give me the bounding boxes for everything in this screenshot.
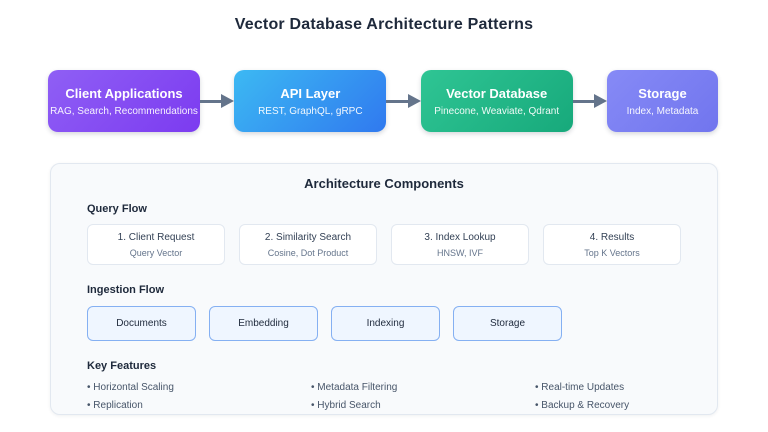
arrow-head (221, 94, 235, 108)
key-features-row: Horizontal Scaling Replication Metadata … (87, 379, 681, 415)
feature-item: Replication (87, 397, 311, 415)
panel-title: Architecture Components (304, 176, 464, 191)
feature-item: Backup & Recovery (535, 397, 759, 415)
query-step-title: 3. Index Lookup (424, 231, 496, 243)
feature-column: Real-time Updates Backup & Recovery (535, 379, 759, 415)
query-step-title: 4. Results (589, 231, 635, 243)
arrow-head (593, 94, 607, 108)
flow-node-client-applications: Client Applications RAG, Search, Recomme… (48, 70, 200, 132)
query-flow-heading: Query Flow (87, 203, 147, 215)
flow-node-subtitle: REST, GraphQL, gRPC (258, 105, 363, 117)
arrow-right-icon (200, 70, 235, 132)
arrow-head (407, 94, 421, 108)
arrow-right-icon (572, 70, 607, 132)
feature-column: Horizontal Scaling Replication (87, 379, 311, 415)
flow-node-subtitle: Index, Metadata (626, 105, 699, 117)
arrow-line (572, 99, 594, 103)
flow-node-api-layer: API Layer REST, GraphQL, gRPC (234, 70, 387, 132)
query-step-subtitle: HNSW, IVF (436, 247, 483, 258)
flow-node-subtitle: Pinecone, Weaviate, Qdrant (434, 105, 560, 117)
ingestion-stage-documents: Documents (87, 306, 196, 341)
query-step-subtitle: Top K Vectors (584, 247, 640, 258)
query-step-results: 4. Results Top K Vectors (543, 224, 681, 265)
flow-node-subtitle: RAG, Search, Recommendations (50, 105, 198, 117)
query-step-title: 2. Similarity Search (264, 231, 352, 243)
ingestion-flow-row: Documents Embedding Indexing Storage (87, 306, 681, 341)
arrow-right-icon (386, 70, 421, 132)
feature-item: Horizontal Scaling (87, 379, 311, 397)
flow-node-title: Storage (638, 85, 687, 101)
feature-item: Real-time Updates (535, 379, 759, 397)
ingestion-stage-embedding: Embedding (209, 306, 318, 341)
feature-item: Metadata Filtering (311, 379, 535, 397)
arrow-line (200, 99, 222, 103)
query-step-similarity-search: 2. Similarity Search Cosine, Dot Product (239, 224, 377, 265)
flow-node-title: Vector Database (446, 85, 548, 101)
architecture-components-panel: Architecture Components Query Flow 1. Cl… (50, 163, 718, 415)
flow-node-title: API Layer (280, 85, 341, 101)
arrow-line (386, 99, 408, 103)
feature-item: Hybrid Search (311, 397, 535, 415)
ingestion-stage-storage: Storage (453, 306, 562, 341)
key-features-heading: Key Features (87, 360, 157, 372)
query-flow-row: 1. Client Request Query Vector 2. Simila… (87, 224, 681, 265)
query-step-title: 1. Client Request (117, 231, 195, 243)
page-title: Vector Database Architecture Patterns (234, 16, 534, 33)
query-step-subtitle: Cosine, Dot Product (267, 247, 349, 258)
flow-node-vector-database: Vector Database Pinecone, Weaviate, Qdra… (420, 70, 573, 132)
query-step-client-request: 1. Client Request Query Vector (87, 224, 225, 265)
ingestion-flow-heading: Ingestion Flow (87, 284, 164, 296)
query-step-index-lookup: 3. Index Lookup HNSW, IVF (391, 224, 529, 265)
query-step-subtitle: Query Vector (129, 247, 183, 258)
feature-column: Metadata Filtering Hybrid Search (311, 379, 535, 415)
flow-node-storage: Storage Index, Metadata (606, 70, 718, 132)
architecture-flow-row: Client Applications RAG, Search, Recomme… (48, 70, 718, 132)
ingestion-stage-indexing: Indexing (331, 306, 440, 341)
flow-node-title: Client Applications (65, 85, 183, 101)
